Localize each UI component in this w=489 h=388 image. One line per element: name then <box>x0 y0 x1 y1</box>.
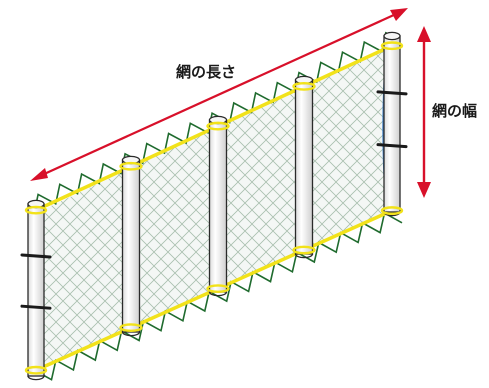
pole-1 <box>20 199 52 381</box>
poles <box>20 31 408 381</box>
pole-5 <box>376 31 408 217</box>
net-length-label: 網の長さ <box>176 63 236 81</box>
pole-4 <box>292 75 316 259</box>
bottom-zigzag-band <box>33 211 403 381</box>
pole-2 <box>119 155 143 337</box>
net-width-label: 網の幅 <box>432 102 477 120</box>
tie-band <box>376 90 408 96</box>
tie-band <box>376 143 408 149</box>
tie-band <box>20 304 52 310</box>
double-arrow-horizontal-icon <box>30 8 408 181</box>
tie-band <box>20 253 52 259</box>
pole-3 <box>206 115 230 297</box>
double-arrow-vertical-icon <box>417 26 431 198</box>
